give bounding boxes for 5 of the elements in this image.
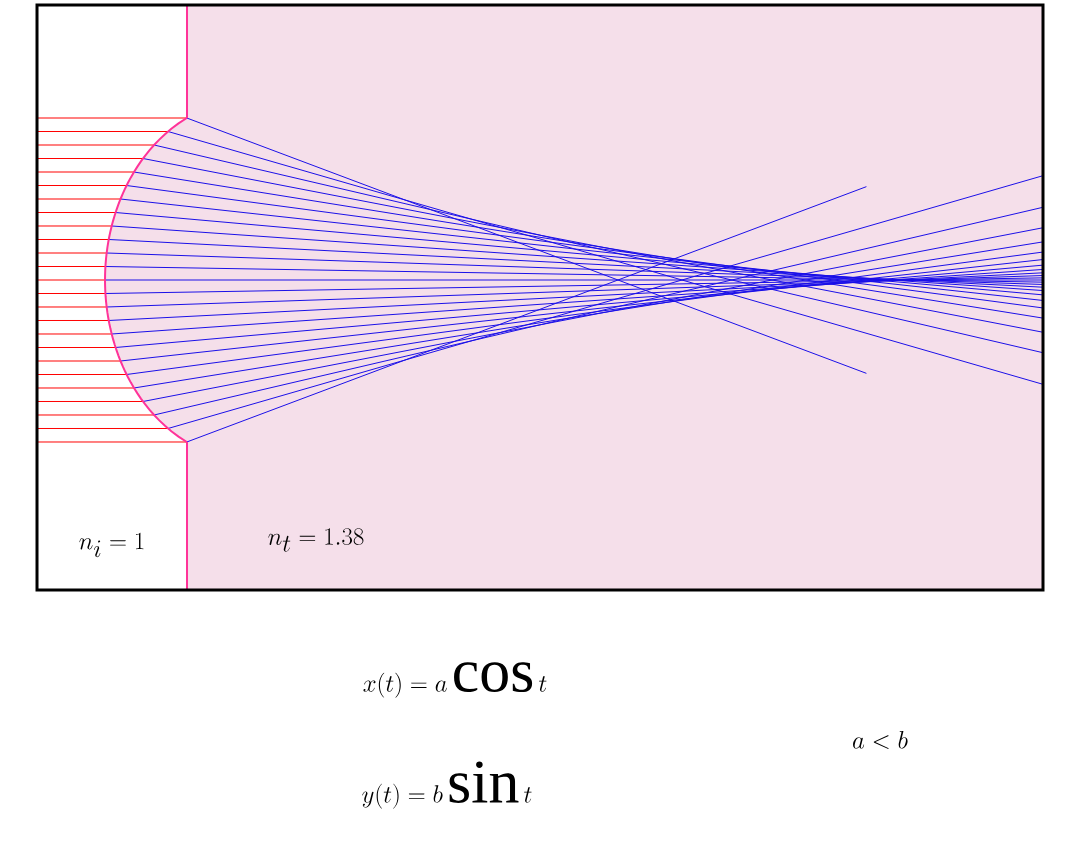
formula: $n_t = 1.38$ (268, 528, 364, 552)
formula: $n_i = 1$ (79, 532, 144, 558)
formula: $x(t) = a\cos t$ (363, 662, 547, 698)
formula: $a < b$ (853, 731, 908, 749)
formula: $y(t) = b\sin t$ (362, 761, 532, 809)
